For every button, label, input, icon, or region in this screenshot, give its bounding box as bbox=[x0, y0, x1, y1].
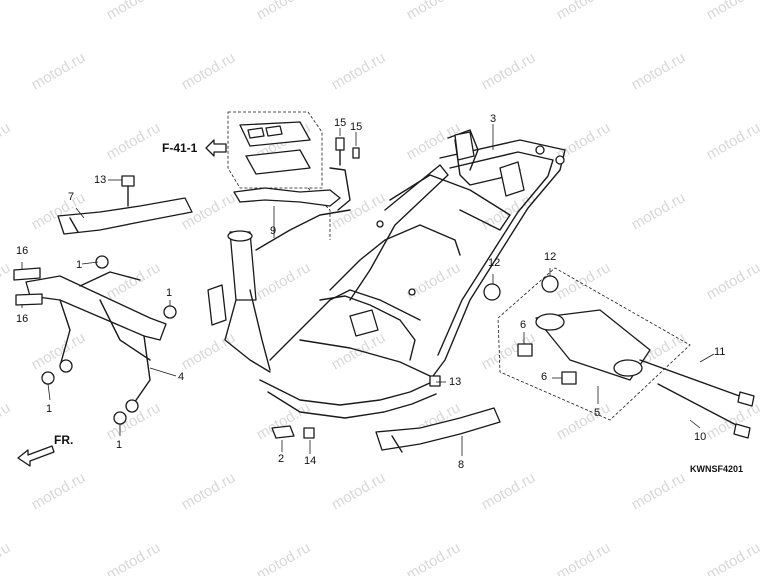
callout-15-b: 15 bbox=[350, 121, 362, 133]
watermark-text: motod.ru bbox=[179, 469, 239, 513]
watermark-text: motod.ru bbox=[404, 539, 464, 576]
watermark-text: motod.ru bbox=[404, 259, 464, 303]
watermark-text: motod.ru bbox=[704, 119, 764, 163]
watermark-text: motod.ru bbox=[0, 259, 13, 303]
stay-8 bbox=[375, 375, 501, 453]
callout-9: 9 bbox=[270, 225, 276, 237]
watermark-text: motod.ru bbox=[29, 329, 89, 373]
callout-16-a: 16 bbox=[16, 245, 28, 257]
watermark-text: motod.ru bbox=[0, 539, 13, 576]
watermark-text: motod.ru bbox=[629, 469, 689, 513]
watermark-text: motod.ru bbox=[479, 469, 539, 513]
watermark-text: motod.ru bbox=[0, 0, 13, 23]
callout-15-a: 15 bbox=[334, 117, 346, 129]
watermark-text: motod.ru bbox=[179, 49, 239, 93]
watermark-text: motod.ru bbox=[629, 49, 689, 93]
watermark-text: motod.ru bbox=[629, 189, 689, 233]
callout-4: 4 bbox=[178, 371, 184, 383]
reference-label: F-41-1 bbox=[162, 141, 198, 155]
watermark-text: motod.ru bbox=[704, 399, 764, 443]
callout-14: 14 bbox=[304, 455, 316, 467]
callout-12-b: 12 bbox=[544, 251, 556, 263]
callout-6-b: 6 bbox=[541, 371, 547, 383]
stand-assembly-4 bbox=[13, 255, 177, 425]
callout-16-b: 16 bbox=[16, 313, 28, 325]
callout-1-c: 1 bbox=[46, 403, 52, 415]
bolts-15 bbox=[335, 137, 360, 166]
callout-1-a: 1 bbox=[76, 259, 82, 271]
bracket-9 bbox=[233, 167, 351, 211]
callout-2: 2 bbox=[278, 453, 284, 465]
front-marker-label: FR. bbox=[54, 433, 73, 447]
watermark-text: motod.ru bbox=[0, 119, 13, 163]
engine-mount-5 bbox=[483, 267, 755, 439]
watermark-text: motod.ru bbox=[704, 0, 764, 23]
watermark-text: motod.ru bbox=[404, 0, 464, 23]
watermark-text: motod.ru bbox=[179, 329, 239, 373]
watermark-text: motod.ru bbox=[554, 259, 614, 303]
watermark-text: motod.ru bbox=[554, 399, 614, 443]
callout-7: 7 bbox=[68, 191, 74, 203]
battery-box-inset bbox=[227, 111, 331, 240]
callout-1-d: 1 bbox=[116, 439, 122, 451]
watermark-text: motod.ru bbox=[479, 49, 539, 93]
watermark-text: motod.ru bbox=[254, 259, 314, 303]
callout-1-b: 1 bbox=[166, 287, 172, 299]
callout-13-top: 13 bbox=[94, 174, 106, 186]
watermark-text: motod.ru bbox=[254, 0, 314, 23]
callout-12-a: 12 bbox=[488, 257, 500, 269]
callout-13-mid: 13 bbox=[449, 376, 461, 388]
callout-numbers: 3 9 7 13 1 1 4 1 1 16 16 12 12 6 6 5 10 … bbox=[16, 113, 725, 471]
callout-6-a: 6 bbox=[520, 319, 526, 331]
frame-body bbox=[207, 129, 566, 419]
diagram-code: KWNSF4201 bbox=[690, 464, 743, 474]
callout-11: 11 bbox=[714, 346, 725, 358]
watermark-text: motod.ru bbox=[0, 399, 13, 443]
callout-8: 8 bbox=[458, 459, 464, 471]
watermark-text: motod.ru bbox=[554, 0, 614, 23]
leader-lines bbox=[21, 124, 715, 456]
watermark-text: motod.ru bbox=[329, 49, 389, 93]
watermark-text: motod.ru bbox=[254, 539, 314, 576]
clip-2 bbox=[271, 425, 295, 439]
reference-marker: F-41-1 bbox=[162, 139, 227, 157]
bolt-14 bbox=[303, 427, 315, 439]
watermark-text: motod.ru bbox=[704, 539, 764, 576]
callout-10: 10 bbox=[694, 431, 706, 443]
watermark-text: motod.ru bbox=[554, 539, 614, 576]
front-marker: FR. bbox=[17, 433, 73, 467]
watermark-text: motod.ru bbox=[404, 119, 464, 163]
watermark-text: motod.ru bbox=[329, 469, 389, 513]
watermark-text: motod.ru bbox=[104, 119, 164, 163]
callout-3: 3 bbox=[490, 113, 496, 125]
watermark-text: motod.ru bbox=[104, 0, 164, 23]
watermark-text: motod.ru bbox=[104, 259, 164, 303]
callout-5: 5 bbox=[594, 407, 600, 419]
stay-7 bbox=[57, 175, 193, 235]
watermark-text: motod.ru bbox=[29, 469, 89, 513]
watermark-text: motod.ru bbox=[29, 49, 89, 93]
watermark-text: motod.ru bbox=[104, 539, 164, 576]
watermark-text: motod.ru bbox=[704, 259, 764, 303]
